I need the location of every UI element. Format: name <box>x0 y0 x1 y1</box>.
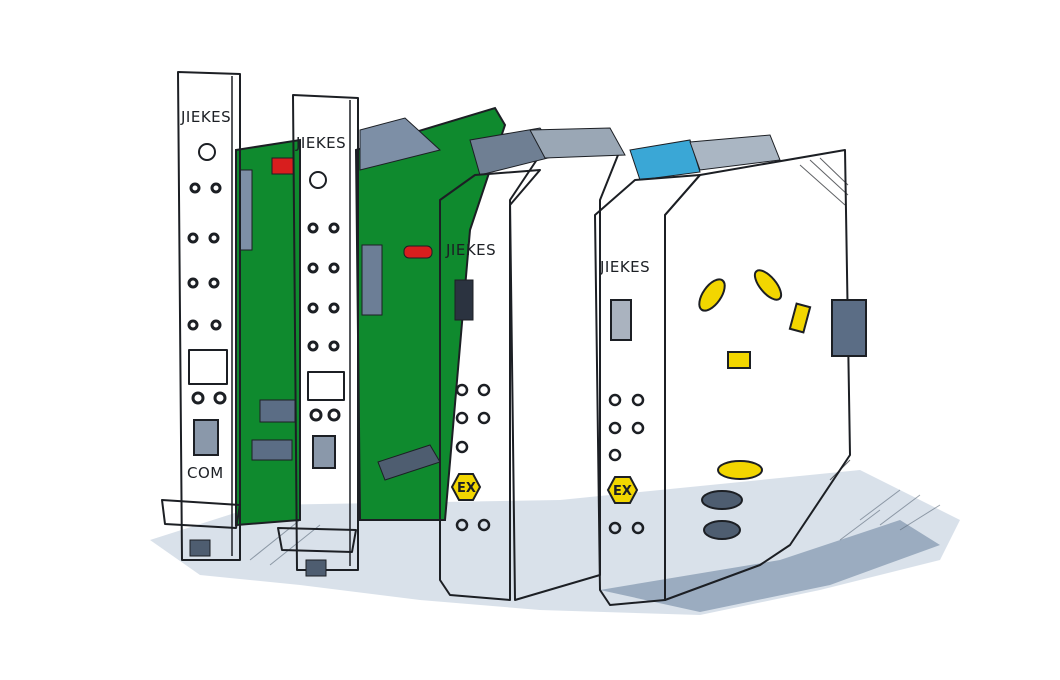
port <box>610 299 632 341</box>
brand-label: JIEKES <box>599 258 650 276</box>
brand-label: JIEKES <box>445 241 496 259</box>
connector-1 <box>239 169 253 251</box>
slot <box>454 279 474 321</box>
com-port <box>193 419 219 456</box>
ground-shadow <box>150 470 960 615</box>
circuit-board-2 <box>354 106 507 521</box>
brand-label: JIEKES <box>180 108 231 126</box>
terminal-block <box>529 127 626 159</box>
led-red-2 <box>403 245 433 259</box>
ex-badge <box>606 476 639 504</box>
brand-label: JIEKES <box>295 134 346 152</box>
side-connector <box>831 299 867 357</box>
ex-badge <box>450 473 482 501</box>
terminal-block-blue <box>629 139 701 181</box>
ex-label: EX <box>457 481 476 496</box>
display-window <box>307 371 345 401</box>
chip-2 <box>251 439 293 461</box>
ejector-handle-1 <box>161 499 241 529</box>
card-1: JIEKES COM <box>161 71 241 561</box>
display-window <box>188 349 228 385</box>
led-red-1 <box>271 157 295 175</box>
connector-2 <box>361 244 383 316</box>
terminal-block <box>689 134 781 171</box>
chip-1 <box>259 399 296 423</box>
ejector-handle-2 <box>277 527 357 553</box>
circuit-board-1 <box>235 138 301 527</box>
com-label: COM <box>187 464 224 482</box>
ex-label: EX <box>613 484 632 499</box>
card-2: JIEKES <box>277 94 359 577</box>
vent-slots <box>698 269 812 540</box>
din-module-1: JIEKES EX <box>439 127 626 601</box>
din-module-2: JIEKES EX <box>594 134 867 606</box>
port <box>312 435 336 469</box>
